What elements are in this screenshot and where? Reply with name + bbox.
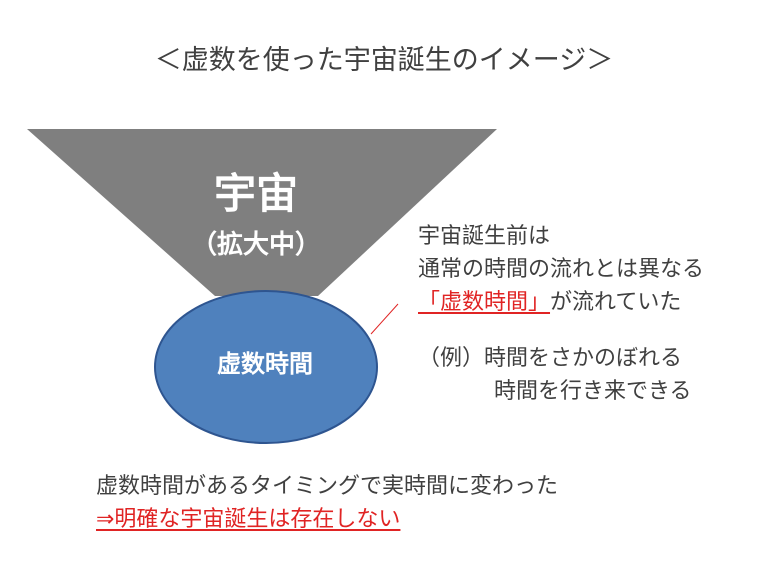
- callout-line-3-rest: が流れていた: [550, 290, 682, 315]
- example-line-1: （例）時間をさかのぼれる: [418, 346, 683, 371]
- callout-line-3: 「虚数時間」が流れていた: [418, 286, 704, 319]
- funnel-sublabel: （拡大中）: [190, 230, 321, 260]
- bottom-conclusion: ⇒明確な宇宙誕生は存在しない: [96, 507, 401, 532]
- callout-text: 宇宙誕生前は 通常の時間の流れとは異なる 「虚数時間」が流れていた: [418, 220, 704, 319]
- example-text: （例）時間をさかのぼれる 時間を行き来できる: [418, 342, 692, 408]
- bottom-line-2: ⇒明確な宇宙誕生は存在しない: [96, 503, 558, 536]
- ellipse-label: 虚数時間: [217, 350, 313, 378]
- callout-line-1: 宇宙誕生前は: [418, 224, 551, 249]
- bottom-line-1: 虚数時間があるタイミングで実時間に変わった: [96, 474, 559, 499]
- slide-title: ＜虚数を使った宇宙誕生のイメージ＞: [154, 45, 614, 76]
- callout-connector-line: [370, 303, 399, 335]
- funnel-label: 宇宙: [213, 169, 298, 218]
- imaginary-time-ellipse: [154, 290, 378, 444]
- callout-line-2: 通常の時間の流れとは異なる: [418, 257, 705, 282]
- funnel-shape: [27, 129, 497, 296]
- bottom-text: 虚数時間があるタイミングで実時間に変わった ⇒明確な宇宙誕生は存在しない: [96, 470, 558, 536]
- example-line-2: 時間を行き来できる: [494, 379, 692, 404]
- callout-highlight: 「虚数時間」: [418, 290, 551, 315]
